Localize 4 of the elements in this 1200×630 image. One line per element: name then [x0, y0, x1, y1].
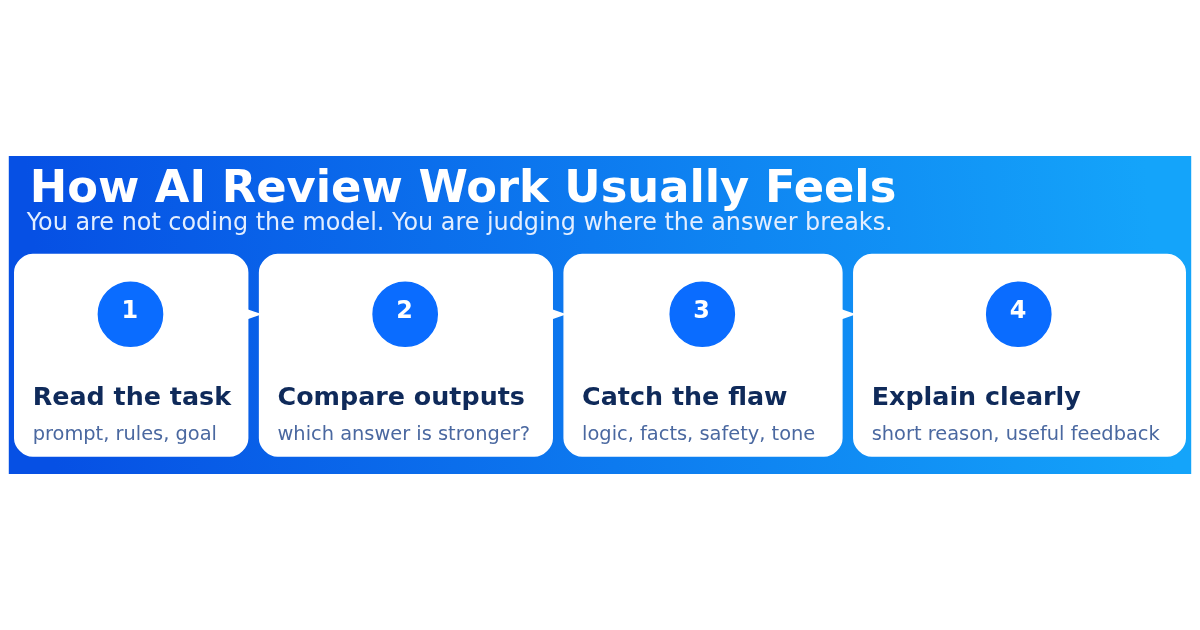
node-circle: 1 [97, 281, 164, 348]
node-circle: 2 [372, 281, 438, 348]
node-circle: 4 [985, 281, 1052, 348]
node-circle: 3 [669, 281, 736, 348]
